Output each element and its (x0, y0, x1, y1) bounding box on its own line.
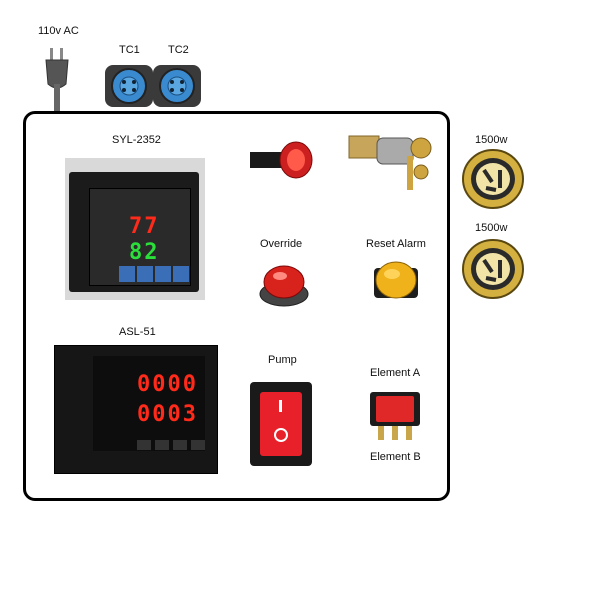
tc2-label: TC2 (168, 44, 189, 56)
syl-sv-display: 82 (129, 240, 160, 265)
power-plug-icon (45, 48, 69, 114)
reset-alarm-button[interactable] (368, 256, 424, 308)
syl-up-button[interactable] (173, 266, 189, 282)
element-b-label: Element B (370, 451, 421, 463)
power-label: 110v AC (38, 25, 79, 37)
outlet2-label: 1500w (475, 222, 508, 234)
asl-button-3[interactable] (173, 440, 187, 450)
asl-button-1[interactable] (137, 440, 151, 450)
syl-set-button[interactable] (119, 266, 135, 282)
asl-bottom-display: 0003 (137, 402, 198, 427)
syl-shift-button[interactable] (137, 266, 153, 282)
reset-alarm-label: Reset Alarm (366, 238, 426, 250)
asl-label: ASL-51 (119, 326, 156, 338)
outlet-1-icon (462, 149, 524, 209)
tc1-connector-icon (105, 65, 153, 107)
tc1-label: TC1 (119, 44, 140, 56)
override-button[interactable] (256, 260, 312, 308)
syl-label: SYL-2352 (112, 134, 161, 146)
element-rocker-switch[interactable] (366, 386, 424, 444)
asl-counter: 0000 0003 (54, 345, 218, 474)
syl-controller: 77 82 (65, 158, 205, 300)
outlet1-label: 1500w (475, 134, 508, 146)
asl-button-4[interactable] (191, 440, 205, 450)
element-a-label: Element A (370, 367, 421, 379)
alarm-buzzer-icon (250, 141, 313, 179)
tc2-connector-icon (153, 65, 201, 107)
override-label: Override (260, 238, 303, 250)
pump-rocker-switch[interactable] (250, 382, 312, 466)
syl-pv-display: 77 (129, 214, 160, 239)
asl-button-2[interactable] (155, 440, 169, 450)
asl-top-display: 0000 (137, 372, 198, 397)
syl-down-button[interactable] (155, 266, 171, 282)
key-switch-icon[interactable] (345, 126, 435, 196)
outlet-2-icon (462, 239, 524, 299)
pump-label: Pump (268, 354, 297, 366)
